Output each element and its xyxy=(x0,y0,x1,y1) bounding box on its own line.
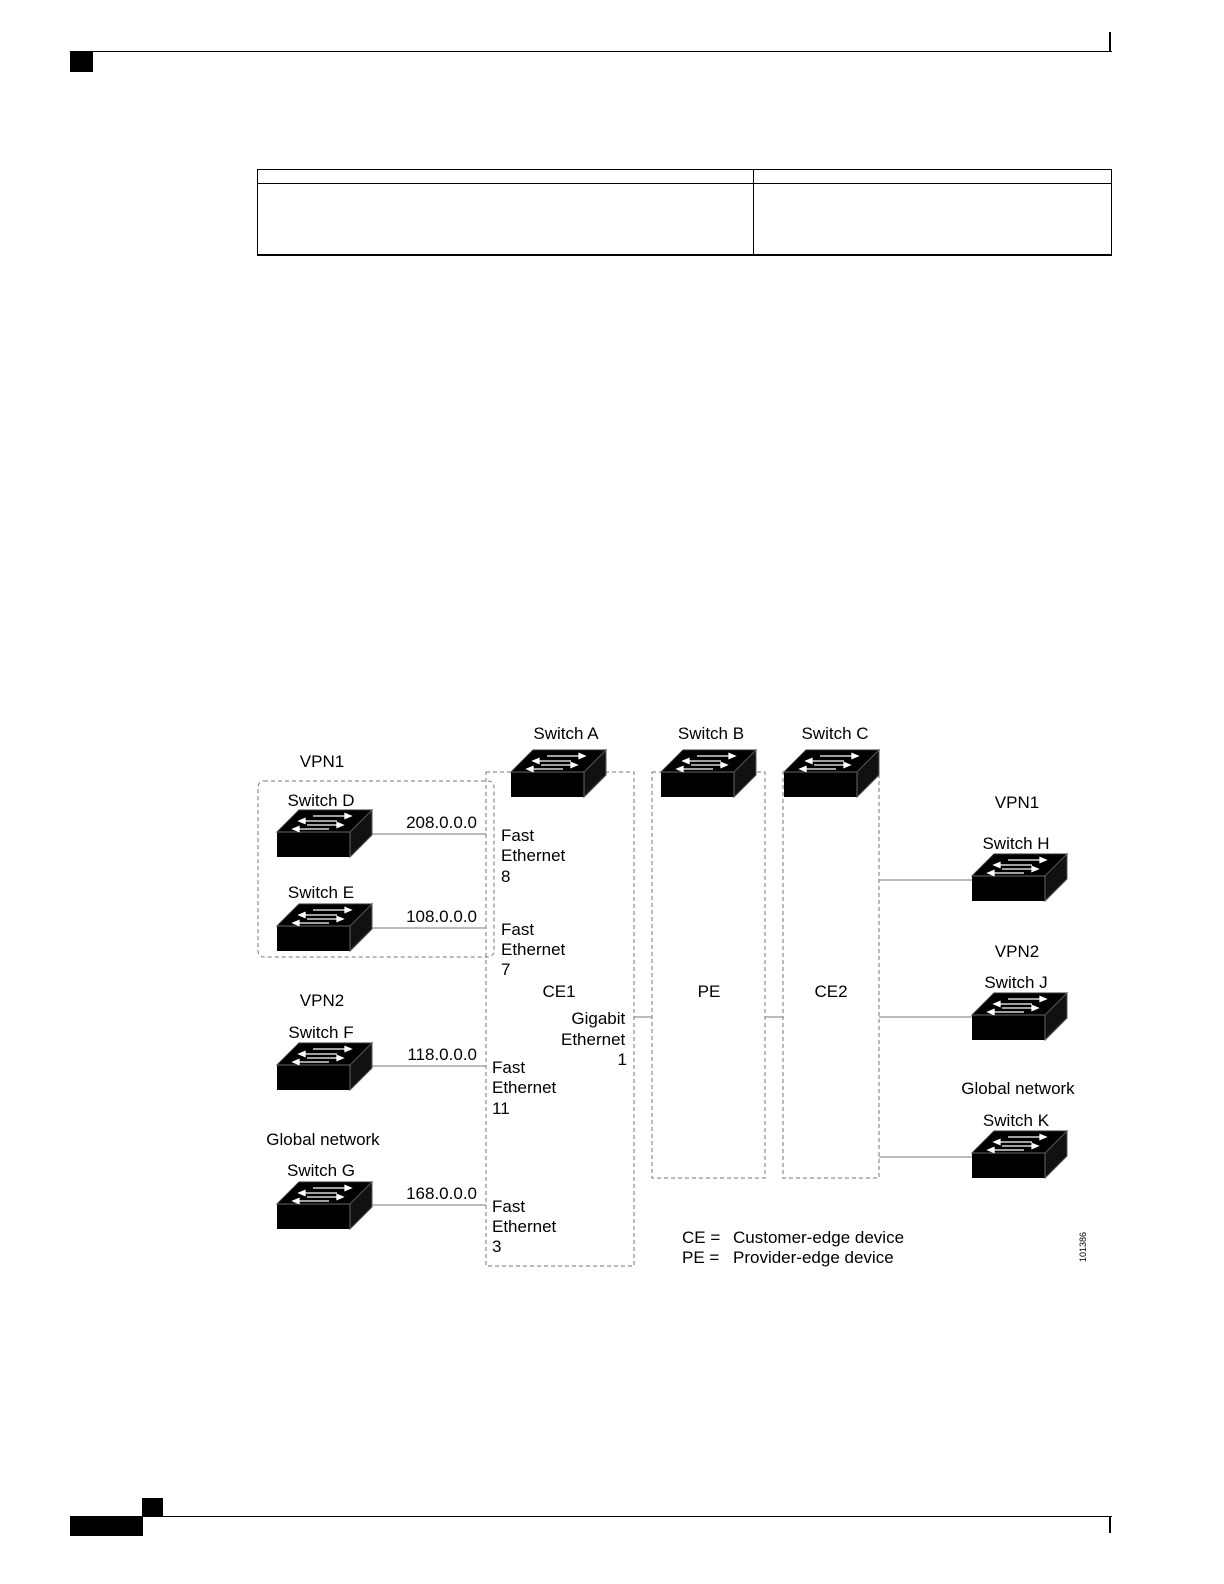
vpn1-group-box xyxy=(257,780,495,958)
port-fe7-label: Fast Ethernet 7 xyxy=(501,920,570,979)
switch-k-label: Switch K xyxy=(983,1111,1050,1130)
legend-ce-abbr: CE = xyxy=(682,1228,720,1247)
switch-h-label: Switch H xyxy=(982,834,1049,853)
switch-a-label: Switch A xyxy=(533,724,599,743)
table-left-border xyxy=(257,169,258,255)
ce1-label: CE1 xyxy=(542,982,575,1001)
footer-block-small xyxy=(142,1498,163,1516)
legend-pe-abbr: PE = xyxy=(682,1248,719,1267)
footer-block xyxy=(70,1516,143,1536)
switch-c-icon xyxy=(783,749,880,798)
switch-b-icon xyxy=(660,749,757,798)
header-block xyxy=(70,52,93,72)
network-e-label: 108.0.0.0 xyxy=(406,907,477,926)
header-rule xyxy=(70,51,1112,52)
ce2-label: CE2 xyxy=(814,982,847,1001)
switch-a-icon xyxy=(510,749,607,798)
table-column-divider xyxy=(753,169,754,255)
legend-pe-text: Provider-edge device xyxy=(733,1248,894,1267)
switch-b-label: Switch B xyxy=(678,724,744,743)
footer-tick xyxy=(1109,1517,1111,1533)
left-global-label: Global network xyxy=(266,1130,380,1149)
port-fe8-label: Fast Ethernet 8 xyxy=(501,826,570,886)
switch-f-label: Switch F xyxy=(288,1023,353,1042)
port-gig1-label: Gigabit Ethernet 1 xyxy=(561,1009,630,1069)
switch-h-icon xyxy=(971,853,1068,902)
pe-box xyxy=(651,771,766,1179)
legend-ce-text: Customer-edge device xyxy=(733,1228,904,1247)
switch-c-label: Switch C xyxy=(801,724,868,743)
pe-label: PE xyxy=(698,982,721,1001)
header-tick xyxy=(1109,32,1111,52)
ce2-box xyxy=(782,771,880,1179)
switch-g-label: Switch G xyxy=(287,1161,355,1180)
switch-d-label: Switch D xyxy=(287,791,354,810)
table-right-border xyxy=(1111,169,1112,255)
table-header-rule xyxy=(257,183,1112,184)
footer-rule xyxy=(142,1516,1112,1517)
network-f-label: 118.0.0.0 xyxy=(407,1045,477,1064)
left-vpn2-label: VPN2 xyxy=(300,991,344,1010)
data-table xyxy=(257,169,1112,256)
right-global-label: Global network xyxy=(961,1079,1075,1098)
switch-j-label: Switch J xyxy=(984,973,1047,992)
port-fe3-label: Fast Ethernet 3 xyxy=(492,1197,561,1256)
figure-id: 101386 xyxy=(1078,1232,1088,1262)
table-bottom-rule xyxy=(257,254,1112,256)
switch-j-icon xyxy=(971,992,1068,1041)
port-fe11-label: Fast Ethernet 11 xyxy=(492,1058,561,1118)
switch-e-label: Switch E xyxy=(288,883,354,902)
switch-k-icon xyxy=(971,1130,1068,1179)
switch-f-icon xyxy=(276,1042,373,1091)
right-vpn1-label: VPN1 xyxy=(995,793,1039,812)
network-d-label: 208.0.0.0 xyxy=(406,813,477,832)
switch-e-icon xyxy=(276,903,373,952)
legend: CE = Customer-edge device PE = Provider-… xyxy=(682,1228,904,1267)
table-top-rule xyxy=(257,169,1112,170)
left-vpn1-label: VPN1 xyxy=(300,752,344,771)
network-g-label: 168.0.0.0 xyxy=(406,1184,477,1203)
switch-g-icon xyxy=(276,1181,373,1230)
switch-d-icon xyxy=(276,809,373,858)
right-vpn2-label: VPN2 xyxy=(995,942,1039,961)
